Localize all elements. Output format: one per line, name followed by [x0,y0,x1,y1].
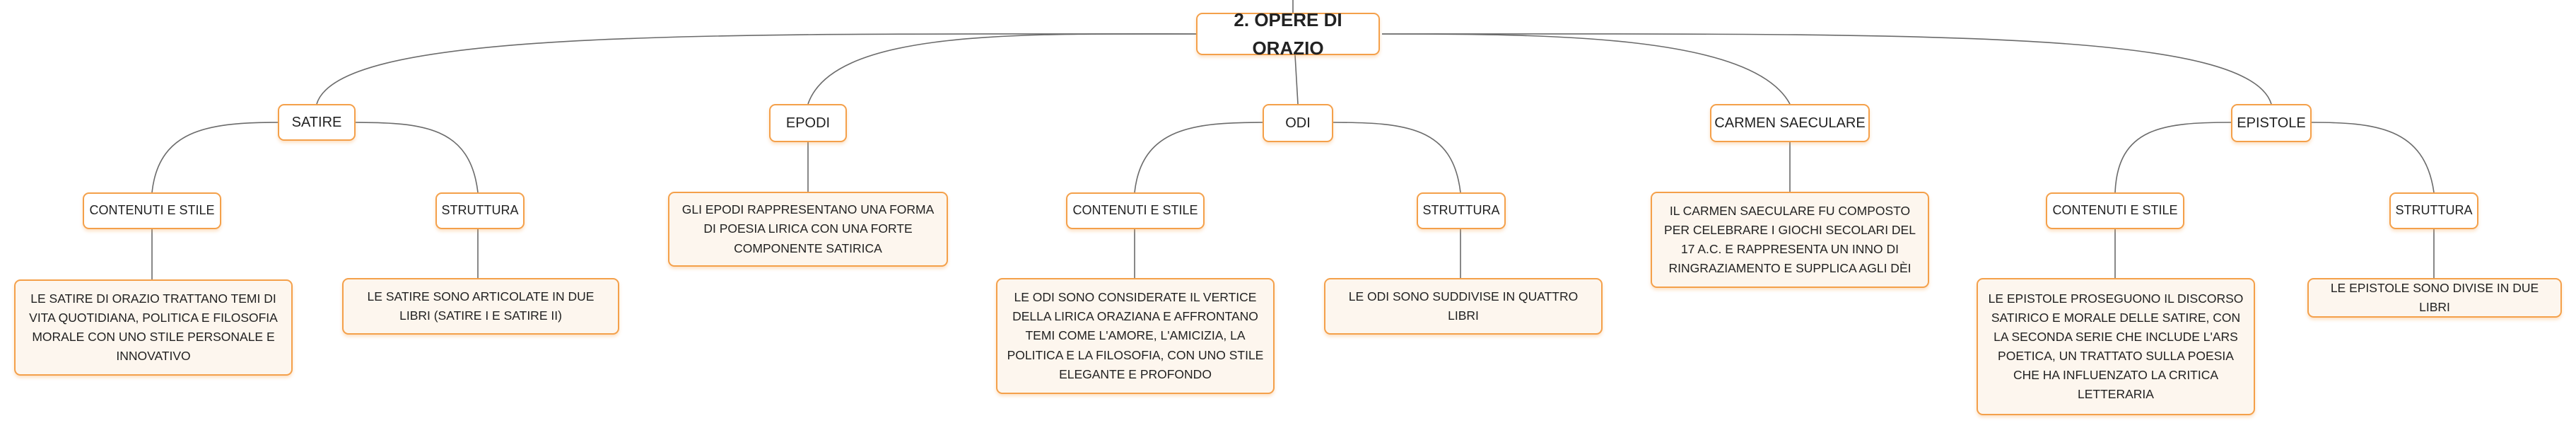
connector-satire-contenuti [151,122,282,193]
epistole-contenuti-e-stile[interactable]: CONTENUTI E STILE [2046,192,2184,229]
topic-carmen-saeculare[interactable]: CARMEN SAECULARE [1710,104,1870,142]
topic-epodi[interactable]: EPODI [769,104,847,142]
carmen-text[interactable]: IL CARMEN SAECULARE FU COMPOSTO PER CELE… [1651,192,1929,288]
satire-struttura[interactable]: STRUTTURA [435,192,525,229]
connector-root-odi [1294,54,1299,105]
connector-root-epistole [1381,33,2272,105]
connector-root-satire [316,33,1202,105]
odi-struttura-text[interactable]: LE ODI SONO SUDDIVISE IN QUATTRO LIBRI [1324,278,1603,335]
satire-struttura-text[interactable]: LE SATIRE SONO ARTICOLATE IN DUE LIBRI (… [342,278,619,335]
connector-root-epodi [807,33,1202,105]
odi-contenuti-e-stile[interactable]: CONTENUTI E STILE [1066,192,1205,229]
connector-root-carmen [1381,33,1791,105]
topic-odi[interactable]: ODI [1263,104,1333,142]
connector-satire-struttura [354,122,479,193]
connector-odi-contenuti [1134,122,1263,193]
satire-contenuti-e-stile[interactable]: CONTENUTI E STILE [83,192,221,229]
epistole-struttura[interactable]: STRUTTURA [2389,192,2478,229]
connector-odi-struttura [1333,122,1461,193]
epodi-text[interactable]: GLI EPODI RAPPRESENTANO UNA FORMA DI POE… [668,192,948,267]
satire-contenuti-text[interactable]: LE SATIRE DI ORAZIO TRATTANO TEMI DI VIT… [14,279,293,376]
epistole-contenuti-text[interactable]: LE EPISTOLE PROSEGUONO IL DISCORSO SATIR… [1977,278,2255,415]
topic-epistole[interactable]: EPISTOLE [2231,104,2312,142]
epistole-struttura-text[interactable]: LE EPISTOLE SONO DIVISE IN DUE LIBRI [2307,278,2562,318]
topic-satire[interactable]: SATIRE [278,104,356,141]
connector-epistole-contenuti [2114,122,2232,193]
odi-contenuti-text[interactable]: LE ODI SONO CONSIDERATE IL VERTICE DELLA… [996,278,1275,394]
root-node[interactable]: 2. OPERE DI ORAZIO [1196,9,1380,59]
connector-epistole-struttura [2311,122,2435,193]
odi-struttura[interactable]: STRUTTURA [1417,192,1506,229]
